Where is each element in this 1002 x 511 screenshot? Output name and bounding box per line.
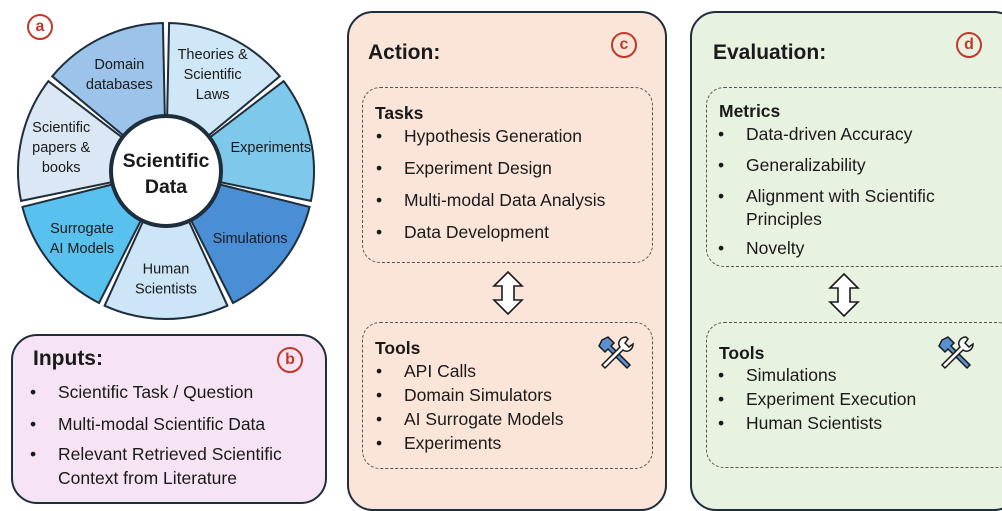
evaluation-tool-item: Experiment Execution (714, 389, 994, 413)
input-item: Scientific Task / Question (26, 382, 326, 414)
metric-item: Generalizability (714, 155, 994, 186)
inputs-list: Scientific Task / Question Multi-modal S… (26, 382, 326, 492)
metrics-box (706, 87, 1002, 267)
wheel-segment-label: Experiments (231, 140, 312, 156)
tools-icon (938, 336, 974, 370)
task-item: Multi-modal Data Analysis (372, 190, 662, 222)
label-a: a (27, 14, 53, 40)
scientific-data-wheel: Scientific Data Theories &ScientificLaws… (17, 22, 315, 320)
label-c: c (611, 32, 637, 58)
wheel-segment-label: Scientists (135, 282, 197, 298)
metric-item: Novelty (714, 238, 994, 262)
label-b: b (277, 347, 303, 373)
metrics-list: Data-driven Accuracy Generalizability Al… (714, 124, 994, 262)
wheel-segment-label: AI Models (50, 241, 114, 257)
wheel-segment-label: Simulations (213, 231, 288, 247)
evaluation-tools-box (706, 322, 1002, 468)
evaluation-title: Evaluation: (713, 41, 827, 64)
label-d: d (956, 32, 982, 58)
action-tools-label: Tools (375, 338, 421, 358)
wheel-segment-label: papers & (32, 140, 90, 156)
evaluation-double-arrow-icon (828, 272, 860, 318)
wheel-segment-label: Theories & (178, 47, 248, 63)
action-tool-item: API Calls (372, 361, 652, 385)
action-tools-list: API Calls Domain Simulators AI Surrogate… (372, 361, 652, 457)
input-item: Relevant Retrieved Scientific (26, 444, 326, 468)
wheel-segment-label: Laws (196, 87, 230, 103)
wheel-segment-label: Scientific (184, 67, 242, 83)
action-tool-item: Experiments (372, 433, 652, 457)
wheel-center (109, 114, 223, 228)
metric-item: Data-driven Accuracy (714, 124, 994, 155)
metric-item: Alignment with Scientific (714, 186, 994, 209)
input-item: Multi-modal Scientific Data (26, 414, 326, 444)
wheel-segment-label: Scientific (32, 120, 90, 136)
action-double-arrow-icon (492, 270, 524, 316)
task-item: Hypothesis Generation (372, 126, 662, 158)
action-title: Action: (368, 41, 441, 64)
wheel-center-label-1: Scientific (123, 150, 210, 172)
inputs-title: Inputs: (33, 347, 103, 370)
wheel-segment-label: books (42, 160, 81, 176)
task-item: Experiment Design (372, 158, 662, 190)
task-item: Data Development (372, 222, 662, 254)
tasks-list: Hypothesis Generation Experiment Design … (372, 126, 662, 254)
action-tool-item: AI Surrogate Models (372, 409, 652, 433)
wheel-segment-label: Domain (94, 57, 144, 73)
tasks-label: Tasks (375, 103, 424, 123)
wheel-center-label-2: Data (145, 176, 187, 198)
metrics-label: Metrics (719, 101, 781, 121)
wheel-segment-label: databases (86, 77, 153, 93)
action-tools-box (362, 322, 653, 469)
evaluation-tool-item: Simulations (714, 365, 994, 389)
wheel-segment-label: Human (143, 262, 190, 278)
evaluation-tools-list: Simulations Experiment Execution Human S… (714, 365, 994, 437)
input-item-continuation: Context from Literature (58, 468, 237, 488)
evaluation-tools-label: Tools (719, 343, 765, 363)
evaluation-tool-item: Human Scientists (714, 413, 994, 437)
action-tool-item: Domain Simulators (372, 385, 652, 409)
metric-item-continuation: Principles (746, 209, 822, 229)
wheel-segment-label: Surrogate (50, 221, 114, 237)
